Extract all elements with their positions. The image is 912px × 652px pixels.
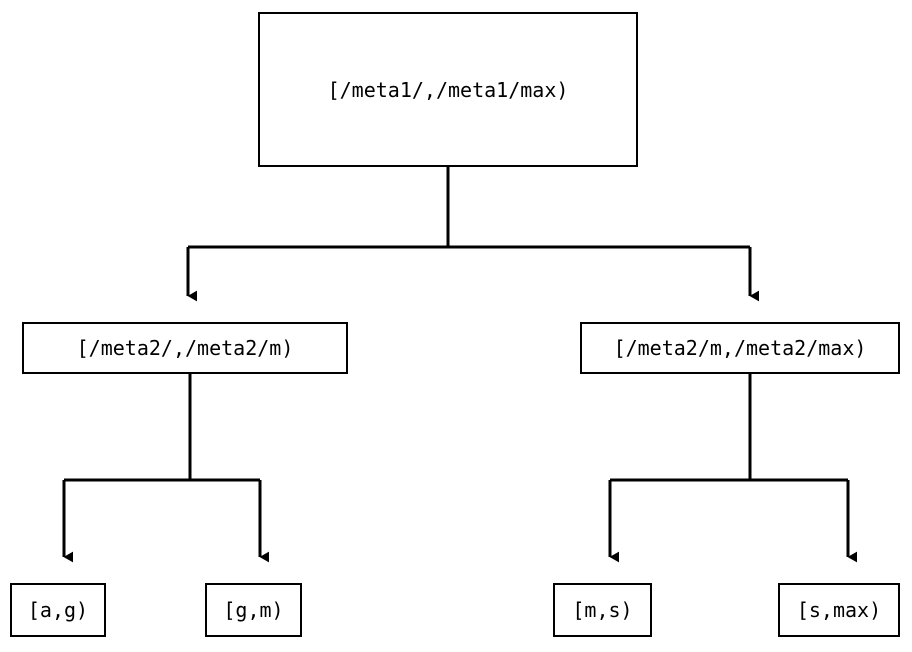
tree-node-leaf-smax[interactable]: [s,max) xyxy=(778,583,900,637)
tree-node-level2-right-label: [/meta2/m,/meta2/max) xyxy=(613,336,867,360)
edge-l2-left-to-leaves xyxy=(62,374,270,563)
tree-node-leaf-smax-label: [s,max) xyxy=(796,598,882,622)
tree-node-root[interactable]: [/meta1/,/meta1/max) xyxy=(258,12,638,167)
tree-node-leaf-gm[interactable]: [g,m) xyxy=(205,583,302,637)
tree-node-root-label: [/meta1/,/meta1/max) xyxy=(327,77,569,102)
edge-root-to-level2 xyxy=(186,167,760,302)
tree-node-leaf-ms[interactable]: [m,s) xyxy=(553,583,652,637)
tree-node-level2-left-label: [/meta2/,/meta2/m) xyxy=(76,336,294,360)
tree-node-leaf-ag[interactable]: [a,g) xyxy=(10,583,106,637)
tree-node-leaf-ms-label: [m,s) xyxy=(572,598,633,622)
tree-node-leaf-gm-label: [g,m) xyxy=(223,598,284,622)
tree-node-level2-right[interactable]: [/meta2/m,/meta2/max) xyxy=(580,322,900,374)
tree-node-level2-left[interactable]: [/meta2/,/meta2/m) xyxy=(22,322,348,374)
tree-node-leaf-ag-label: [a,g) xyxy=(27,598,89,622)
edge-l2-right-to-leaves xyxy=(608,374,858,563)
